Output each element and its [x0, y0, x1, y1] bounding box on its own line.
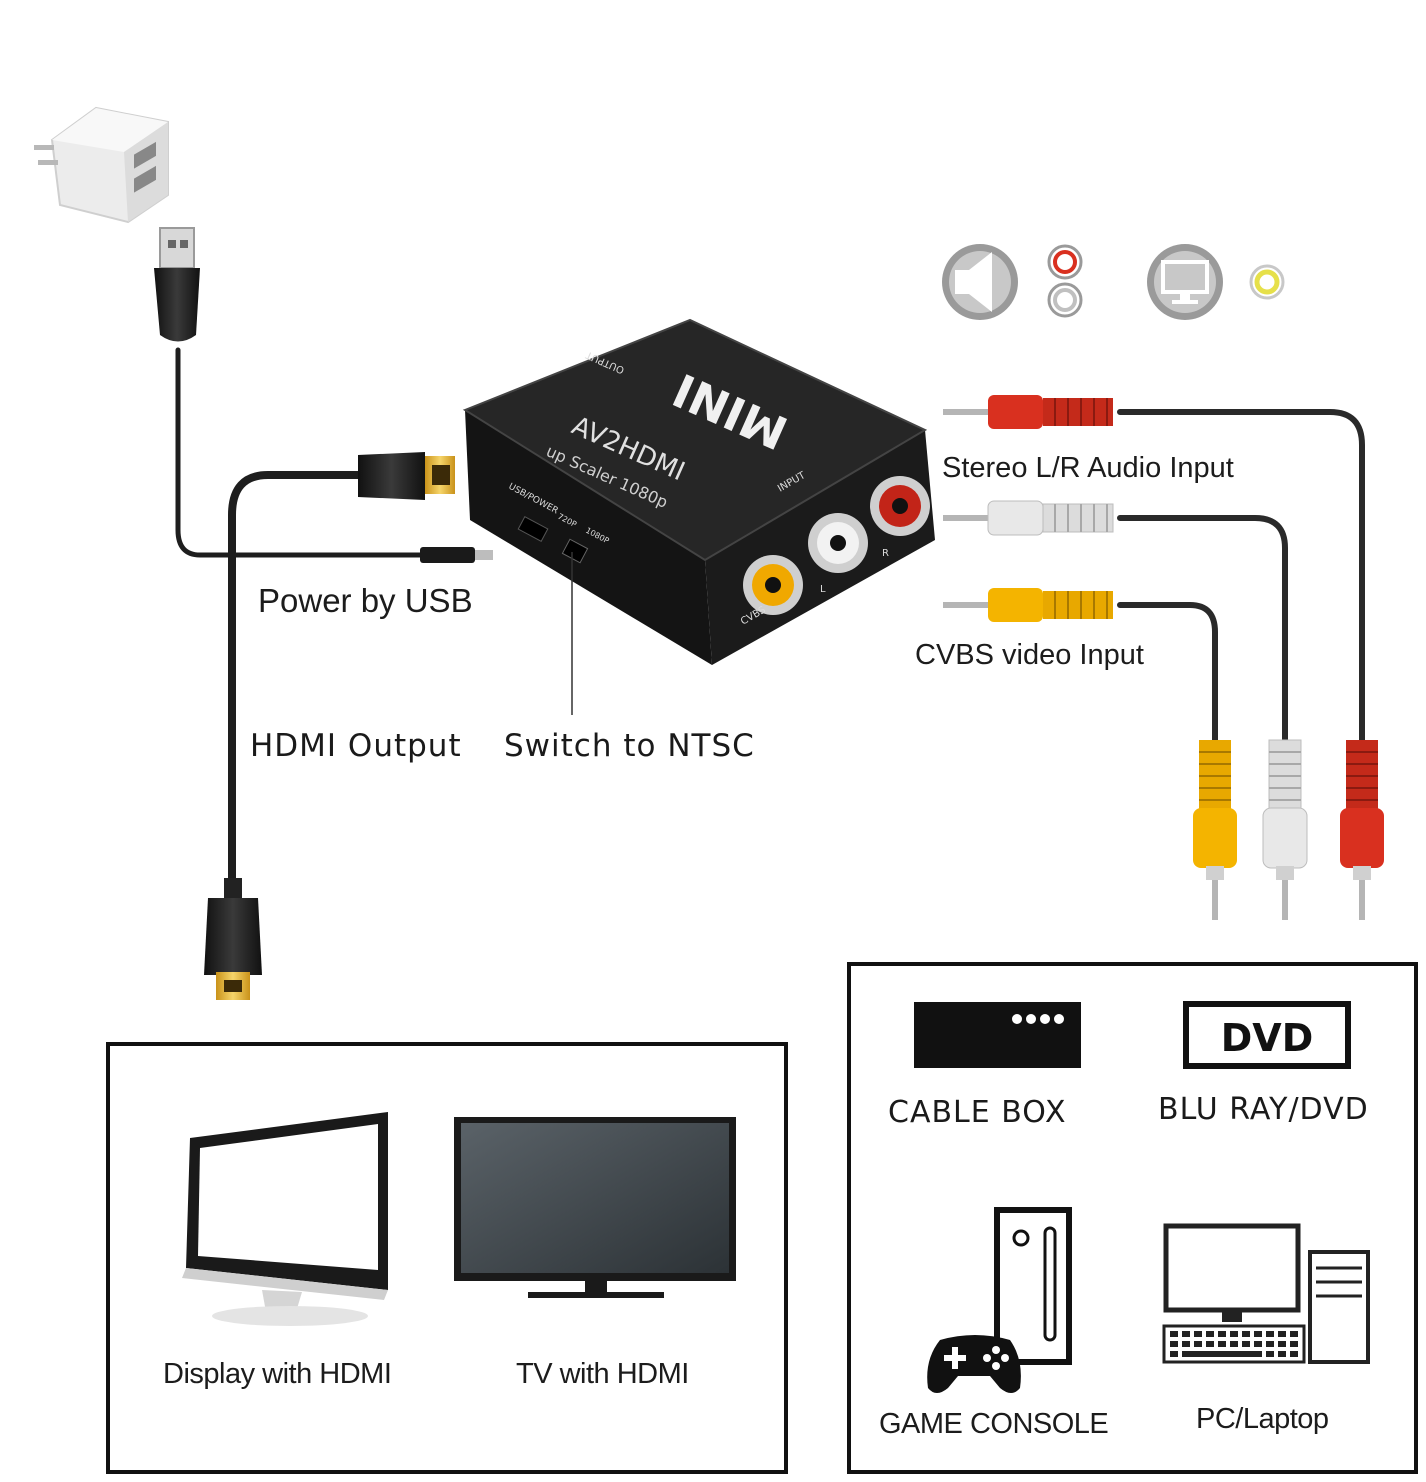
rca-white-cable: [1117, 515, 1288, 748]
usb-charger-icon: [34, 106, 169, 224]
rca-yellow-cable: [1117, 602, 1218, 748]
pc-laptop-label: PC/Laptop: [1196, 1403, 1329, 1435]
video-jack-color-icon: [1249, 264, 1285, 300]
input-devices-panel: CABLE BOX DVD BLU RAY/DVD GAME CONSOLE: [847, 962, 1418, 1474]
bluray-dvd-label: BLU RAY/DVD: [1158, 1092, 1369, 1127]
rca-plug-red-horizontal: [943, 395, 1113, 429]
keyboard-icon: [1162, 1324, 1306, 1364]
pc-laptop-icon: [1163, 1223, 1370, 1364]
adapter-l-label: L: [820, 584, 826, 595]
jack-r-red: [870, 476, 930, 536]
hdmi-output-label: HDMI Output: [250, 728, 462, 764]
mini-usb-plug: [420, 547, 493, 563]
jack-cvbs-yellow: [743, 555, 803, 615]
jack-l-white: [808, 513, 868, 573]
ntsc-switch[interactable]: [561, 538, 589, 564]
rca-plug-white-horizontal: [943, 500, 1114, 536]
hdmi-plug-bottom: [204, 878, 262, 1000]
av2hdmi-adapter: MINI AV2HDMI up Scaler 1080p OUTPUT INPU…: [462, 318, 935, 665]
stereo-audio-input-label: Stereo L/R Audio Input: [942, 452, 1234, 484]
hdmi-display-icon: [182, 1112, 388, 1326]
dvd-player-icon: DVD: [1183, 1001, 1351, 1069]
tv-with-hdmi-label: TV with HDMI: [516, 1358, 689, 1390]
dvd-badge-text: DVD: [1221, 1016, 1314, 1060]
switch-to-ntsc-label: Switch to NTSC: [504, 728, 755, 764]
speaker-icon: [942, 244, 1018, 320]
cable-box-label: CABLE BOX: [888, 1095, 1067, 1130]
monitor-icon: [1147, 244, 1223, 320]
hdmi-plug-top: [358, 452, 455, 500]
mini-usb-port: [517, 516, 549, 542]
display-with-hdmi-label: Display with HDMI: [163, 1358, 391, 1390]
power-by-usb-label: Power by USB: [258, 582, 473, 619]
rca-plug-yellow-horizontal: [943, 588, 1113, 622]
rca-plug-yellow-vertical: [1193, 740, 1237, 920]
gamepad-icon: [927, 1335, 1021, 1393]
audio-jack-colors-icon: [1047, 244, 1083, 318]
usb-power-cable: [175, 347, 433, 558]
output-devices-panel: Display with HDMI TV with HDMI: [106, 1042, 788, 1474]
rca-plug-red-vertical: [1340, 740, 1384, 920]
cable-box-icon: [914, 1002, 1081, 1068]
game-console-icon: [994, 1207, 1072, 1365]
adapter-r-label: R: [882, 548, 889, 559]
hdmi-tv-icon: [454, 1117, 736, 1298]
rca-plug-white-vertical: [1262, 739, 1308, 920]
game-console-label: GAME CONSOLE: [879, 1408, 1108, 1440]
usb-a-plug: [154, 227, 200, 342]
cvbs-video-input-label: CVBS video Input: [915, 639, 1144, 671]
hdmi-output-cable: [228, 471, 364, 884]
rca-red-cable: [1117, 409, 1365, 748]
